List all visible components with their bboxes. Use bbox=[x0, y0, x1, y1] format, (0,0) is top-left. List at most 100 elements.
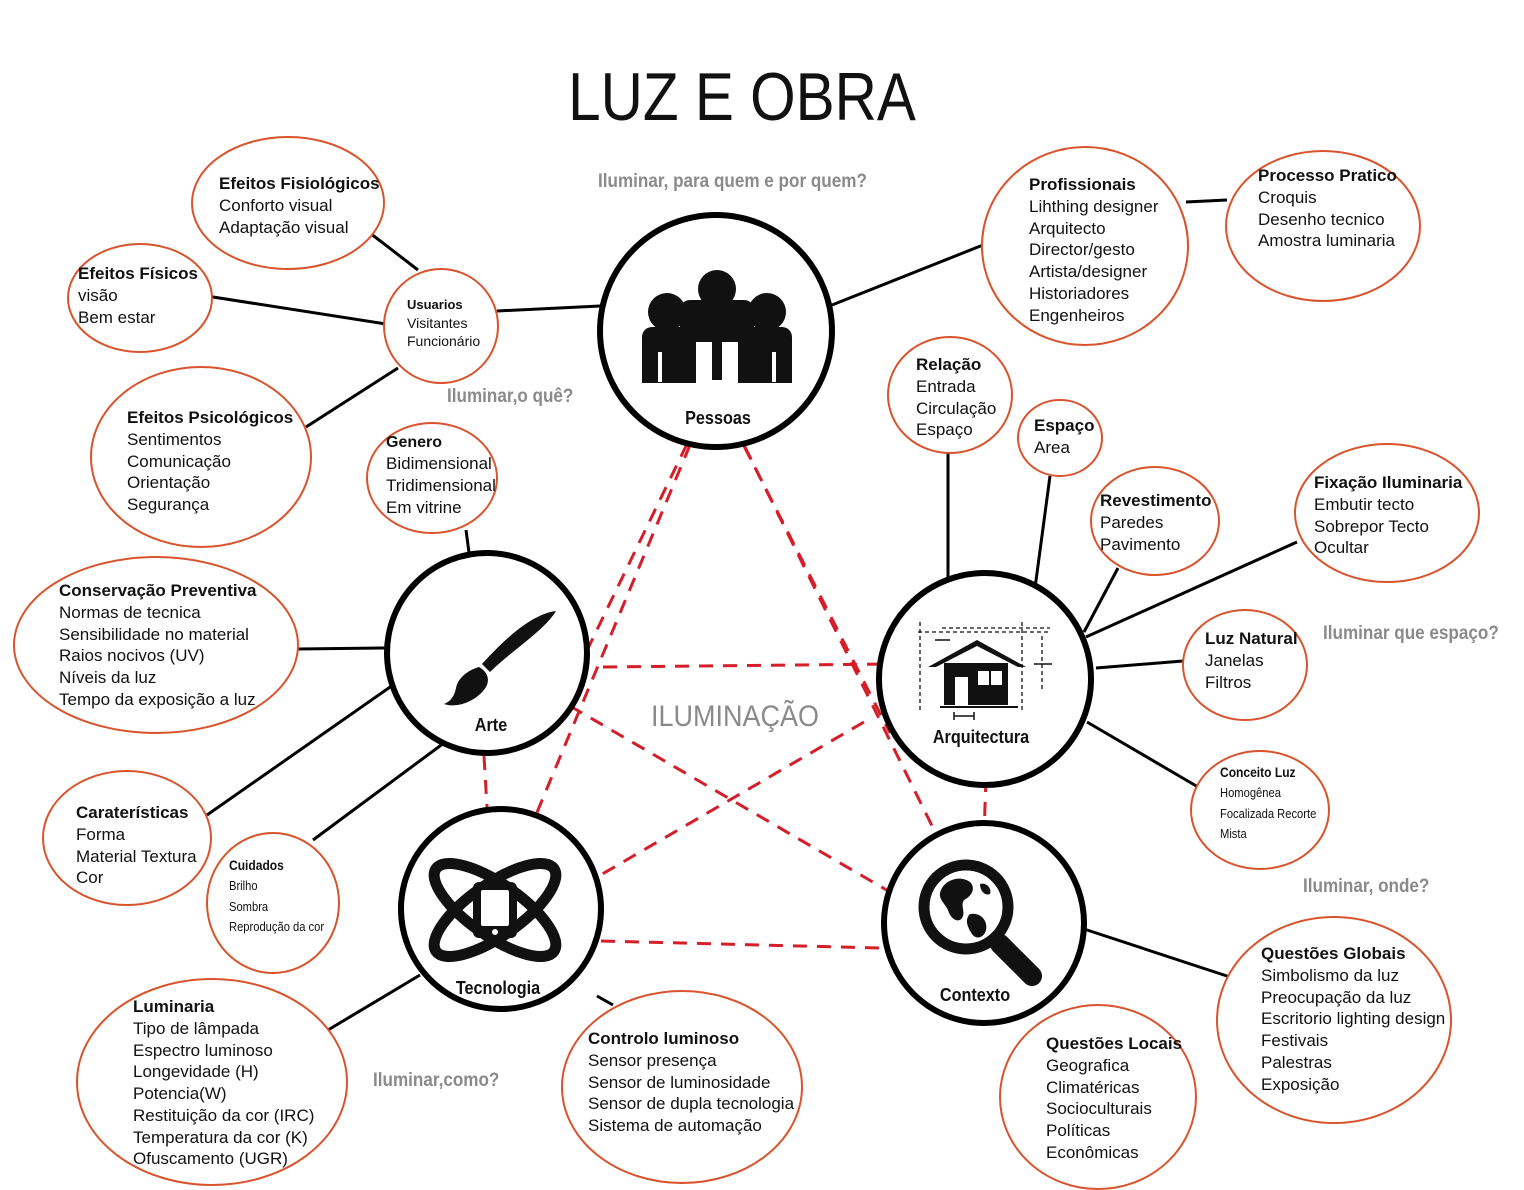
bubble-title: Questões Globais bbox=[1261, 944, 1406, 963]
bubble-line: Em vitrine bbox=[386, 497, 462, 517]
bubble-line: Normas de tecnica bbox=[59, 602, 201, 622]
bubble-line: Filtros bbox=[1205, 672, 1252, 692]
bubble-line: Festivais bbox=[1261, 1031, 1329, 1050]
bubble-line: Sobrepor Tecto bbox=[1314, 516, 1429, 536]
bubble-line: Lihthing designer bbox=[1029, 196, 1159, 216]
bubble-title: Conservação Preventiva bbox=[59, 581, 257, 600]
bubble-line: Orientação bbox=[127, 473, 211, 493]
paintbrush-icon bbox=[444, 611, 556, 706]
tablet-atom-icon bbox=[428, 858, 562, 962]
page-title: LUZ E OBRA bbox=[568, 59, 916, 135]
bubble-efeitos-psicologicos: Efeitos Psicológicos Sentimentos Comunic… bbox=[127, 407, 293, 516]
hub-pessoas-label: Pessoas bbox=[685, 408, 751, 428]
bubble-line: Janelas bbox=[1205, 650, 1264, 670]
bubble-line: Palestras bbox=[1261, 1052, 1332, 1072]
bubble-line: Políticas bbox=[1046, 1121, 1111, 1140]
bubble-line: Cor bbox=[76, 868, 104, 888]
bubble-title: Caraterísticas bbox=[76, 803, 189, 822]
bubble-line: Espectro luminoso bbox=[133, 1040, 273, 1060]
bubble-title: Efeitos Físicos bbox=[78, 264, 198, 283]
hub-contexto-label: Contexto bbox=[939, 985, 1011, 1005]
bubble-line: Longevidade (H) bbox=[133, 1062, 259, 1082]
bubble-line: Focalizada Recorte bbox=[1220, 805, 1317, 821]
hub-arquitectura-label: Arquitectura bbox=[932, 727, 1030, 747]
question-tecnologia: Iluminar,como? bbox=[373, 1070, 500, 1091]
bubble-line: Tridimensional bbox=[386, 476, 496, 496]
bubble-title: Luz Natural bbox=[1205, 629, 1298, 648]
question-arte: Iluminar,o quê? bbox=[447, 386, 574, 407]
bubble-line: Circulação bbox=[916, 398, 997, 418]
bubble-title: Usuarios bbox=[407, 297, 463, 312]
hub-arte-circle bbox=[384, 550, 590, 756]
hub-arte-label: Arte bbox=[474, 715, 508, 735]
bubble-title: Conceito Luz bbox=[1220, 764, 1296, 780]
bubble-questoes-locais: Questões Locais Geografica Climatéricas … bbox=[1046, 1033, 1182, 1164]
bubble-cuidados: Cuidados Brilho Sombra Reprodução da cor bbox=[229, 854, 324, 938]
bubble-line: Ofuscamento (UGR) bbox=[133, 1149, 288, 1169]
bubble-title: Luminaria bbox=[133, 997, 215, 1016]
bubble-title: Espaço bbox=[1034, 416, 1095, 435]
house-blueprint-icon bbox=[918, 622, 1052, 720]
bubble-line: Engenheiros bbox=[1029, 305, 1125, 325]
bubble-efeitos-fisiologicos: Efeitos Fisiológicos Conforto visual Ada… bbox=[219, 173, 380, 238]
bubble-title: Questões Locais bbox=[1046, 1034, 1183, 1053]
bubble-fixacao-iluminaria: Fixação Iluminaria Embutir tecto Sobrepo… bbox=[1314, 472, 1462, 559]
bubble-title: Efeitos Fisiológicos bbox=[219, 174, 380, 193]
bubble-questoes-globais: Questões Globais Simbolismo da luz Preoc… bbox=[1261, 943, 1445, 1095]
question-contexto: Iluminar, onde? bbox=[1303, 876, 1430, 897]
center-label: ILUMINAÇÃO bbox=[651, 700, 820, 733]
satellite-bubbles bbox=[13, 136, 1480, 1190]
bubble-line: Area bbox=[1034, 437, 1070, 457]
bubble-line: Temperatura da cor (K) bbox=[133, 1127, 308, 1147]
bubble-line: Mista bbox=[1220, 826, 1247, 842]
bubble-line: visão bbox=[78, 285, 118, 305]
bubble-processo-pratico: Processo Pratico Croquis Desenho tecnico… bbox=[1258, 165, 1397, 252]
bubble-line: Sensor de luminosidade bbox=[588, 1072, 771, 1092]
bubble-line: Material Textura bbox=[76, 846, 197, 866]
globe-magnifier-icon bbox=[918, 859, 1042, 986]
bubble-line: Socioculturais bbox=[1046, 1099, 1152, 1119]
bubble-line: Tempo da exposição a luz bbox=[59, 689, 256, 709]
bubble-line: Preocupação da luz bbox=[1261, 987, 1412, 1007]
bubble-line: Sensor presença bbox=[588, 1050, 717, 1070]
bubble-line: Geografica bbox=[1046, 1055, 1130, 1075]
bubble-line: Raios nocivos (UV) bbox=[59, 646, 205, 666]
bubble-line: Níveis da luz bbox=[59, 668, 157, 687]
bubble-line: Director/gesto bbox=[1029, 240, 1135, 260]
hub-tecnologia-label: Tecnologia bbox=[455, 978, 541, 998]
bubble-controlo-luminoso: Controlo luminoso Sensor presença Sensor… bbox=[588, 1028, 794, 1137]
bubble-title: Fixação Iluminaria bbox=[1314, 473, 1463, 492]
bubble-genero: Genero Bidimensional Tridimensional Em v… bbox=[386, 433, 496, 519]
people-icon bbox=[642, 270, 792, 383]
bubble-conceito-luz: Conceito Luz Homogênea Focalizada Recort… bbox=[1220, 761, 1316, 845]
bubble-line: Conforto visual bbox=[219, 195, 333, 215]
bubble-line: Comunicação bbox=[127, 451, 231, 471]
bubble-line: Reprodução da cor bbox=[229, 919, 325, 935]
bubble-line: Historiadores bbox=[1029, 283, 1130, 303]
bubble-line: Artista/designer bbox=[1029, 262, 1148, 281]
bubble-line: Funcionário bbox=[407, 333, 481, 350]
bubble-line: Forma bbox=[76, 824, 126, 844]
bubble-title: Controlo luminoso bbox=[588, 1029, 740, 1048]
bubble-line: Segurança bbox=[127, 495, 210, 514]
bubble-title: Profissionais bbox=[1029, 175, 1136, 194]
bubble-line: Arquitecto bbox=[1029, 218, 1106, 238]
bubble-line: Desenho tecnico bbox=[1258, 209, 1385, 229]
bubble-line: Simbolismo da luz bbox=[1261, 965, 1399, 985]
bubble-line: Sistema de automação bbox=[588, 1116, 762, 1135]
bubble-title: Revestimento bbox=[1100, 491, 1212, 510]
bubble-conservacao-preventiva: Conservação Preventiva Normas de tecnica… bbox=[59, 580, 257, 711]
bubble-line: Brilho bbox=[229, 878, 258, 894]
bubble-line: Sentimentos bbox=[127, 429, 222, 449]
bubble-line: Bidimensional bbox=[386, 454, 492, 474]
bubble-line: Homogênea bbox=[1220, 785, 1281, 801]
bubble-title: Processo Pratico bbox=[1258, 166, 1397, 185]
bubble-profissionais: Profissionais Lihthing designer Arquitec… bbox=[1029, 174, 1158, 326]
bubble-line: Croquis bbox=[1258, 187, 1317, 207]
bubble-line: Sensibilidade no material bbox=[59, 624, 249, 644]
bubble-line: Escritorio lighting design bbox=[1261, 1009, 1446, 1029]
bubble-line: Visitantes bbox=[407, 314, 468, 331]
bubble-title: Relação bbox=[916, 355, 982, 374]
solid-connectors bbox=[199, 198, 1298, 1032]
